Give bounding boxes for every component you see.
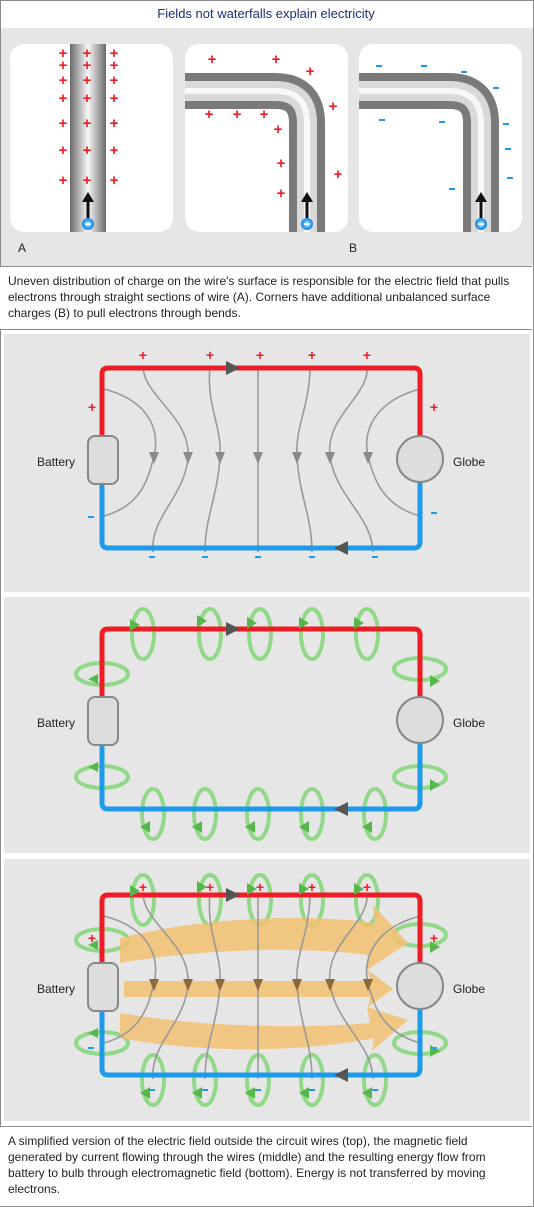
svg-text:+: +	[306, 63, 315, 80]
svg-text:+: +	[139, 347, 147, 363]
svg-text:+: +	[110, 45, 119, 62]
electron-mid	[301, 192, 313, 230]
svg-text:+: +	[110, 172, 119, 189]
svg-text:+: +	[139, 879, 147, 895]
svg-text:+: +	[256, 347, 264, 363]
battery-label-2: Battery	[37, 716, 75, 730]
label-a: A	[18, 241, 26, 255]
svg-text:+: +	[83, 72, 92, 89]
bend-negative-charges	[376, 65, 513, 190]
energy-flow-circuit: + + + + + + + Battery Globe	[37, 873, 485, 1107]
electric-field-circuit: + + + + + + + Battery Globe	[37, 347, 485, 558]
figure-title: Fields not waterfalls explain electricit…	[157, 6, 375, 21]
globe-label-1: Globe	[453, 455, 485, 469]
svg-text:+: +	[59, 142, 68, 159]
magnetic-field-circuit: Battery Globe	[37, 607, 485, 841]
svg-text:+: +	[334, 166, 343, 183]
globe-label-3: Globe	[453, 982, 485, 996]
svg-text:+: +	[83, 90, 92, 107]
wire-a-charges: +++ +++ +++ +++ +++ +++ +++	[59, 45, 119, 189]
svg-text:+: +	[308, 347, 316, 363]
svg-text:+: +	[329, 98, 338, 115]
svg-text:+: +	[59, 57, 68, 74]
svg-text:+: +	[83, 172, 92, 189]
svg-text:+: +	[83, 115, 92, 132]
battery-label-1: Battery	[37, 455, 75, 469]
svg-text:+: +	[59, 45, 68, 62]
label-b: B	[349, 241, 357, 255]
svg-text:+: +	[110, 115, 119, 132]
svg-text:+: +	[277, 155, 286, 172]
svg-text:+: +	[205, 106, 214, 123]
svg-text:+: +	[260, 106, 269, 123]
svg-text:+: +	[277, 185, 286, 202]
svg-text:+: +	[272, 51, 281, 68]
svg-text:+: +	[274, 121, 283, 138]
svg-text:+: +	[256, 879, 264, 895]
svg-text:+: +	[308, 879, 316, 895]
svg-text:+: +	[208, 51, 217, 68]
electron-a	[82, 192, 94, 230]
svg-text:+: +	[206, 347, 214, 363]
svg-text:+: +	[110, 57, 119, 74]
svg-text:+: +	[88, 930, 96, 946]
svg-text:+: +	[88, 399, 96, 415]
svg-text:+: +	[83, 142, 92, 159]
bend-positive-charges: + + + + + + + + + + +	[205, 51, 343, 202]
svg-text:+: +	[59, 72, 68, 89]
svg-text:+: +	[83, 45, 92, 62]
svg-text:+: +	[59, 172, 68, 189]
svg-text:+: +	[430, 399, 438, 415]
svg-text:+: +	[59, 115, 68, 132]
svg-text:+: +	[110, 142, 119, 159]
svg-text:+: +	[363, 347, 371, 363]
svg-text:+: +	[110, 90, 119, 107]
caption-bottom: A simplified version of the electric fie…	[0, 1126, 532, 1206]
globe-label-2: Globe	[453, 716, 485, 730]
svg-text:+: +	[59, 90, 68, 107]
energy-flow-arrows	[120, 905, 408, 1051]
battery-label-3: Battery	[37, 982, 75, 996]
svg-text:+: +	[206, 879, 214, 895]
caption-top: Uneven distribution of charge on the wir…	[0, 266, 532, 330]
svg-text:+: +	[110, 72, 119, 89]
electron-b	[475, 192, 487, 230]
wire-diagrams: +++ +++ +++ +++ +++ +++ +++ A ++++ +++ +…	[10, 44, 522, 255]
svg-text:+: +	[430, 930, 438, 946]
svg-text:+: +	[233, 106, 242, 123]
svg-text:+: +	[83, 57, 92, 74]
svg-text:+: +	[363, 879, 371, 895]
